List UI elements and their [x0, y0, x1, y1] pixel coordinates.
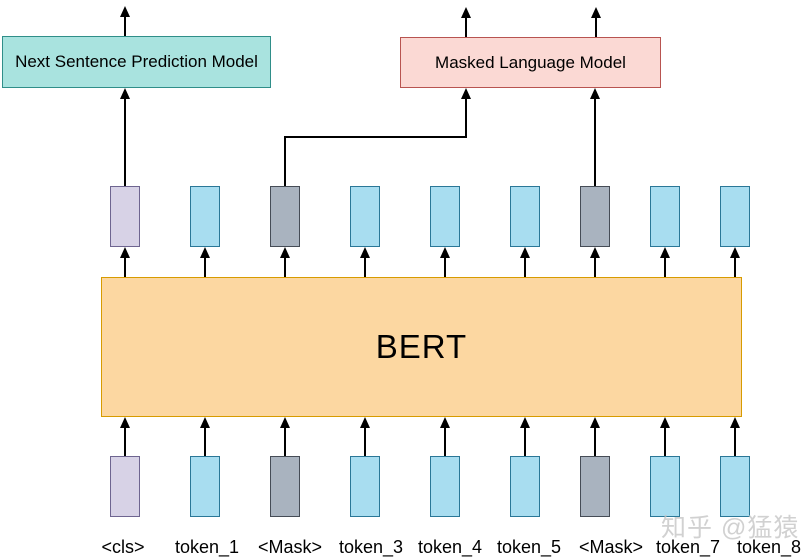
token-label-cls: <cls> — [101, 537, 145, 557]
input-embedding-box-token3 — [350, 456, 380, 517]
arrow-mlm-output-left — [460, 7, 472, 37]
input-embedding-box-token5 — [510, 456, 540, 517]
watermark: 知乎 @猛猿 — [661, 514, 800, 542]
output-embedding-box-token4 — [430, 186, 460, 247]
input-embedding-box-cls — [110, 456, 140, 517]
arrow-bert-to-output-2 — [199, 247, 211, 277]
arrow-bert-to-output-9 — [729, 247, 741, 277]
masked-language-model-box: Masked Language Model — [400, 37, 661, 88]
input-embedding-box-mask2 — [580, 456, 610, 517]
bert-label: BERT — [375, 328, 468, 365]
arrow-input-to-bert-4 — [359, 417, 371, 456]
input-embedding-box-mask1 — [270, 456, 300, 517]
next-sentence-prediction-model-box: Next Sentence Prediction Model — [2, 36, 271, 88]
arrow-input-to-bert-3 — [279, 417, 291, 456]
input-embedding-box-token4 — [430, 456, 460, 517]
arrow-input-to-bert-5 — [439, 417, 451, 456]
arrow-bert-to-output-3 — [279, 247, 291, 277]
token-label-token1: token_1 — [174, 537, 240, 557]
connector-mask1-horizontal — [284, 136, 467, 138]
arrow-bert-to-output-8 — [659, 247, 671, 277]
token-label-token8: token_8 — [736, 537, 802, 557]
input-embedding-box-token1 — [190, 456, 220, 517]
output-embedding-box-mask2 — [580, 186, 610, 247]
arrow-bert-to-output-6 — [519, 247, 531, 277]
bert-box: BERT — [101, 277, 742, 417]
token-label-token7: token_7 — [655, 537, 721, 557]
token-label-mask1: <Mask> — [257, 537, 323, 557]
output-embedding-box-token7 — [650, 186, 680, 247]
arrow-bert-to-output-1 — [119, 247, 131, 277]
arrow-input-to-bert-6 — [519, 417, 531, 456]
input-embedding-box-token7 — [650, 456, 680, 517]
token-label-token3: token_3 — [338, 537, 404, 557]
arrow-input-to-bert-7 — [589, 417, 601, 456]
token-label-mask2: <Mask> — [578, 537, 644, 557]
input-embedding-box-token8 — [720, 456, 750, 517]
token-label-token5: token_5 — [496, 537, 562, 557]
connector-mask1-vertical — [284, 137, 286, 187]
nsp-model-label: Next Sentence Prediction Model — [15, 52, 258, 71]
arrow-bert-to-output-7 — [589, 247, 601, 277]
output-embedding-box-mask1 — [270, 186, 300, 247]
arrow-bert-to-output-4 — [359, 247, 371, 277]
arrow-mlm-output-right — [590, 7, 602, 37]
token-label-token4: token_4 — [417, 537, 483, 557]
output-embedding-box-token8 — [720, 186, 750, 247]
arrow-cls-to-nsp — [119, 88, 131, 186]
output-embedding-box-token3 — [350, 186, 380, 247]
arrow-nsp-output — [119, 6, 131, 36]
arrow-input-to-bert-8 — [659, 417, 671, 456]
output-embedding-box-cls — [110, 186, 140, 247]
arrow-bert-to-output-5 — [439, 247, 451, 277]
mlm-model-label: Masked Language Model — [435, 52, 626, 72]
arrow-mask2-to-mlm — [589, 88, 601, 186]
output-embedding-box-token5 — [510, 186, 540, 247]
arrow-mask1-to-mlm — [460, 88, 472, 138]
output-embedding-box-token1 — [190, 186, 220, 247]
arrow-input-to-bert-9 — [729, 417, 741, 456]
arrow-input-to-bert-2 — [199, 417, 211, 456]
arrow-input-to-bert-1 — [119, 417, 131, 456]
